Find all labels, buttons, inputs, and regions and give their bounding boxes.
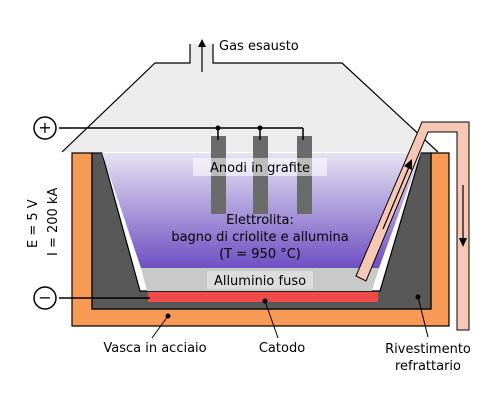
lining-label-line1: Rivestimento	[385, 342, 471, 357]
hood-outline	[61, 44, 439, 153]
anodes-label: Anodi in grafite	[210, 161, 310, 176]
electrolyte-label-line3: (T = 950 °C)	[219, 247, 301, 262]
cathode-label: Catodo	[259, 341, 305, 356]
anodes-label-bg	[193, 158, 327, 176]
electrolyte-label-line1: Elettrolita:	[226, 213, 294, 228]
steel-vessel-leader	[151, 315, 169, 339]
wire-junction-2	[257, 125, 263, 131]
exhaust-gas-label: Gas esausto	[219, 39, 299, 54]
hood	[62, 44, 438, 152]
current-label: I = 200 kA	[46, 188, 61, 256]
steel-vessel-label: Vasca in acciaio	[103, 341, 206, 356]
electrolyte-label-line2: bagno di criolite e allumina	[171, 230, 348, 245]
negative-terminal-sign: −	[38, 288, 51, 307]
molten-aluminium-label: Alluminio fuso	[214, 274, 306, 289]
cathode-leader	[264, 300, 279, 339]
negative-terminal	[33, 286, 57, 310]
voltage-label: E = 5 V	[26, 199, 41, 248]
aluminium-label-bg	[207, 271, 313, 289]
pipe-flow-arrow-up	[382, 166, 410, 230]
positive-terminal-sign: +	[38, 118, 51, 137]
lining-leader	[417, 296, 429, 338]
tap-pipe	[355, 121, 470, 331]
lining-label-line2: refrattario	[395, 359, 461, 374]
pipe-flow-arrow-up-head	[404, 159, 412, 170]
wire-junction-1	[215, 125, 221, 131]
exhaust-arrow-head	[198, 39, 206, 47]
positive-terminal	[33, 116, 57, 140]
pipe-flow-arrow-down-head	[459, 238, 467, 247]
cathode-bar	[148, 292, 378, 302]
molten-aluminium	[141, 268, 379, 291]
